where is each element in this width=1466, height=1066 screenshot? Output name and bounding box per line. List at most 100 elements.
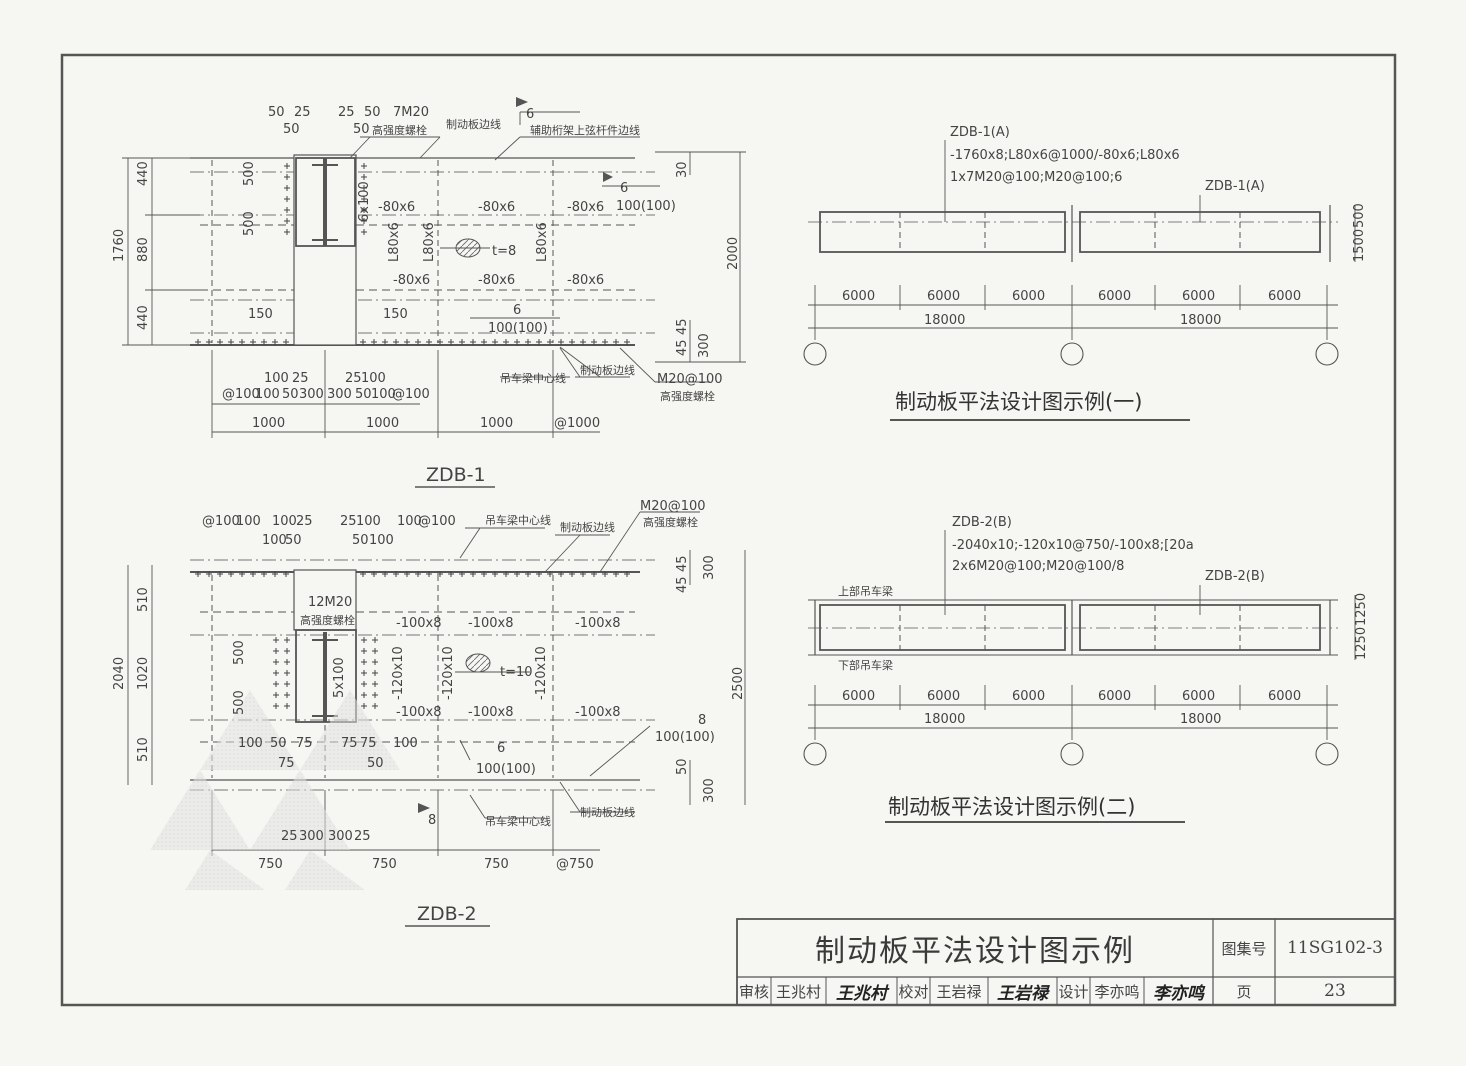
bolt-mark (481, 571, 487, 577)
bolt-mark (361, 207, 367, 213)
d2-plate: -100x8 (575, 705, 620, 720)
bolt-mark (272, 339, 278, 345)
bolt-mark (371, 571, 377, 577)
bolt-mark (591, 571, 597, 577)
bolt-mark (580, 571, 586, 577)
bolt-mark (558, 571, 564, 577)
d1-bottom-dim: @100 (222, 387, 260, 402)
designer-signature: 李亦鸣 (1153, 983, 1204, 1004)
ex1-right-dim: 500 (1352, 203, 1367, 228)
d1-weld: 6 (620, 181, 628, 196)
d2-left-dim: 2040 (112, 657, 127, 690)
d1-weld-spacing: 100(100) (616, 199, 676, 214)
d2-left-dim: 510 (136, 587, 151, 612)
d1-plate: -80x6 (567, 273, 604, 288)
bolt-mark (591, 339, 597, 345)
d1-left-dim: 440 (136, 161, 151, 186)
ex1-tag: ZDB-1(A) (1205, 179, 1265, 194)
example-2-plan (803, 530, 1356, 823)
ex2-tag: ZDB-2(B) (1205, 569, 1265, 584)
ex2-title: 制动板平法设计图示例(二) (888, 795, 1135, 819)
d2-bottom-dim: 750 (258, 857, 283, 872)
d2-weld: 6 (497, 741, 505, 756)
bolt-mark (580, 339, 586, 345)
check-label: 校对 (898, 982, 929, 1001)
bolt-mark (272, 571, 278, 577)
bolt-mark (404, 571, 410, 577)
bolt-mark (361, 637, 367, 643)
d2-plate: -100x8 (396, 616, 441, 631)
checker-signature: 王岩禄 (997, 983, 1048, 1004)
d1-top-dim: 50 (268, 105, 285, 120)
d1-bottom-dim: 1000 (480, 416, 513, 431)
ex1-note: ZDB-1(A) (950, 125, 1010, 140)
d2-left-dim: 1020 (136, 657, 151, 690)
bolt-mark (361, 692, 367, 698)
ex1-span: 6000 (1182, 289, 1215, 304)
d1-inner-dim: 500 (242, 161, 257, 186)
bolt-mark (273, 692, 279, 698)
ex2-span: 6000 (927, 689, 960, 704)
bolt-marks (195, 163, 630, 709)
bolt-mark (514, 339, 520, 345)
reviewer-signature: 王兆村 (836, 983, 887, 1004)
d1-label: 制动板边线 (580, 363, 635, 377)
bolt-mark (284, 163, 290, 169)
d2-plate: -100x8 (396, 705, 441, 720)
bolt-mark (261, 571, 267, 577)
d1-small-dim: 150 (383, 307, 408, 322)
bolt-mark (613, 339, 619, 345)
d1-bottom-dim: 100 (371, 387, 396, 402)
d2-right-dim: 50 (675, 758, 690, 775)
bolt-mark (372, 637, 378, 643)
bolt-mark (195, 571, 201, 577)
bolt-mark (492, 339, 498, 345)
d1-bottom-dim: @1000 (554, 416, 600, 431)
bolt-mark (284, 207, 290, 213)
bolt-mark (283, 571, 289, 577)
bolt-mark (283, 339, 289, 345)
ex2-note: ZDB-2(B) (952, 515, 1012, 530)
ex2-right-dim: 1250 (1354, 627, 1369, 660)
reviewer-name: 王兆村 (775, 982, 821, 1001)
d1-angle: L80x6 (387, 222, 402, 262)
sheet-border (60, 53, 1397, 1007)
d1-weld: 6 (526, 107, 534, 122)
d1-right-dim: 300 (697, 333, 712, 358)
bolt-mark (547, 571, 553, 577)
d1-bottom-dim: 25 (292, 371, 309, 386)
title-block-top-row: 制动板平法设计图示例 图集号 11SG102-3 (737, 919, 1395, 977)
bolt-mark (217, 571, 223, 577)
d2-small-dim: 75 (296, 736, 313, 751)
title-block-frame (736, 918, 1396, 1006)
d1-label: 高强度螺栓 (372, 123, 427, 137)
bolt-mark (371, 339, 377, 345)
d1-label: 高强度螺栓 (660, 389, 715, 403)
d1-inner-dim: 500 (242, 211, 257, 236)
d1-right-dim: 30 (675, 161, 690, 178)
designer-name: 李亦鸣 (1094, 982, 1140, 1001)
bolt-mark (284, 637, 290, 643)
d1-label: M20@100 (657, 372, 723, 387)
zdb2-caption: ZDB-2 (417, 903, 477, 925)
ex2-lower-beam: 下部吊车梁 (838, 658, 893, 672)
d1-top-dim: 25 (338, 105, 355, 120)
bolt-mark (415, 339, 421, 345)
ex1-total: 18000 (1180, 313, 1221, 328)
d2-small-dim: 75 (278, 756, 295, 771)
bolt-mark (470, 339, 476, 345)
bolt-mark (284, 692, 290, 698)
bolt-mark (503, 571, 509, 577)
bolt-mark (217, 339, 223, 345)
d2-small-dim: 75 (341, 736, 358, 751)
drawing-title: 制动板平法设计图示例 (815, 934, 1135, 969)
d1-bottom-dim: 100 (361, 371, 386, 386)
ex2-note: -2040x10;-120x10@750/-100x8;[20a (952, 538, 1194, 553)
d2-label: 高强度螺栓 (300, 613, 355, 627)
bolt-mark (569, 571, 575, 577)
d2-top-dim: 100 (236, 514, 261, 529)
bolt-mark (206, 339, 212, 345)
d1-right-dim: 45 (675, 339, 690, 356)
bolt-mark (393, 571, 399, 577)
d2-small-dim: 100 (238, 736, 263, 751)
